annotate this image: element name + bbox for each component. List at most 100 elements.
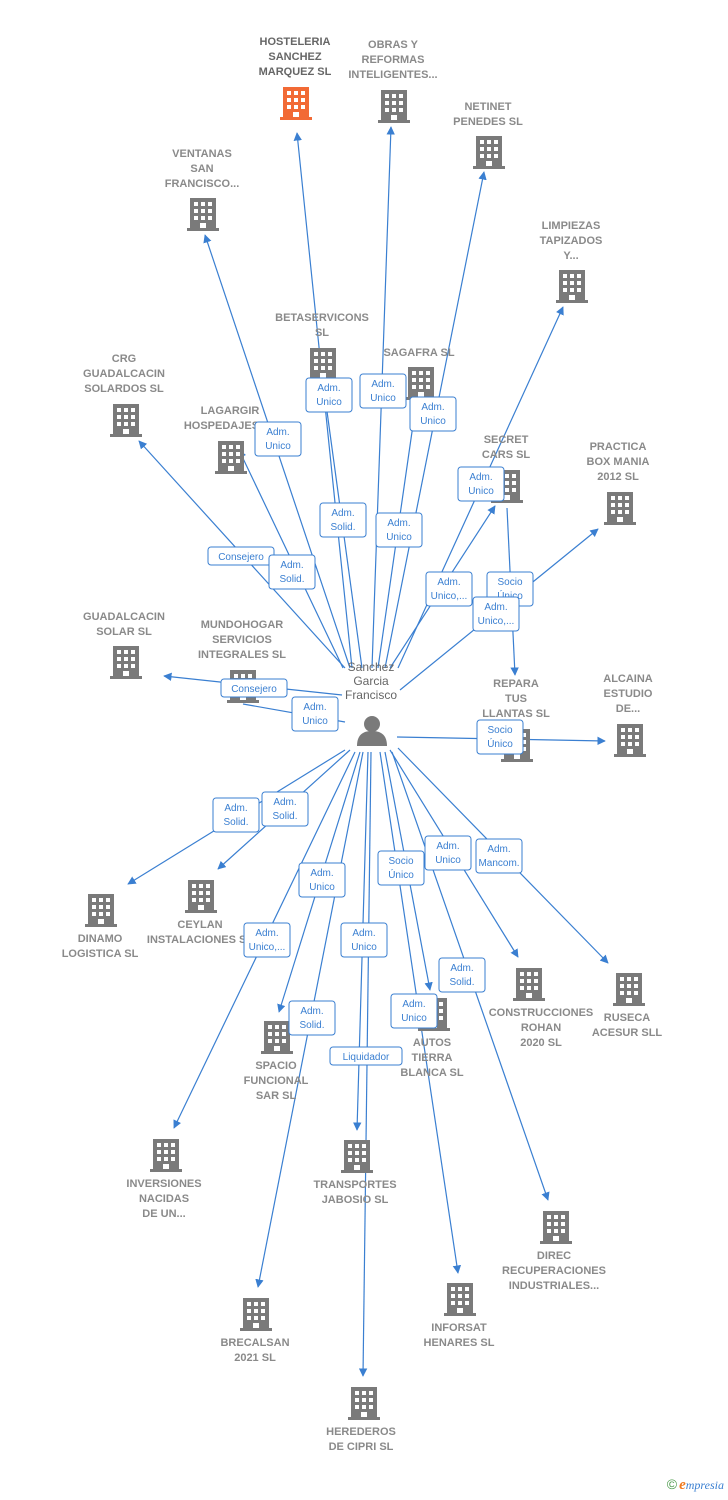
company-node-direc[interactable]: DIRECRECUPERACIONESINDUSTRIALES... [502, 1211, 606, 1292]
role-label-text: Adm. [331, 508, 354, 519]
company-name-line: BRECALSAN [220, 1337, 289, 1349]
building-icon [473, 136, 505, 169]
building-icon [513, 968, 545, 1001]
company-name-line: HENARES SL [424, 1337, 495, 1349]
role-label-box [425, 571, 473, 607]
company-name-line: BOX MANIA [587, 456, 650, 468]
building-icon [150, 1139, 182, 1172]
company-name-line: ESTUDIO [604, 688, 653, 700]
role-label-box [261, 791, 309, 827]
edge-role-label: Adm.Unico [305, 377, 353, 413]
company-name-line: PRACTICA [590, 441, 647, 453]
role-label-text: Liquidador [343, 1052, 390, 1063]
edge-role-label: Adm. Unico [359, 373, 407, 409]
company-name-line: INTELIGENTES... [348, 69, 437, 81]
role-label-box [424, 835, 472, 871]
role-label-text: Unico [468, 486, 494, 497]
role-label-text: Único [388, 868, 414, 881]
role-label-text: Consejero [218, 552, 264, 563]
company-node-transportes[interactable]: TRANSPORTES JABOSIO SL [313, 1140, 397, 1206]
role-label-box [212, 797, 260, 833]
company-name-line: SOLARDOS SL [84, 383, 164, 395]
role-label-text: Unico [265, 441, 291, 452]
building-icon [444, 1283, 476, 1316]
company-node-obras[interactable]: OBRAS YREFORMASINTELIGENTES... [348, 39, 438, 123]
role-label-box [291, 696, 339, 732]
edge-role-label: Adm.Unico [409, 396, 457, 432]
edge-role-label: Adm.Unico [291, 696, 339, 732]
company-name-line: SANCHEZ [268, 51, 321, 63]
role-label-box [268, 554, 316, 590]
company-name-line: TRANSPORTES [313, 1179, 396, 1191]
edge-role-label: Adm.Unico [254, 421, 302, 457]
role-label-text: Adm. [371, 379, 394, 390]
company-node-ventanas[interactable]: VENTANASSANFRANCISCO... [165, 148, 240, 231]
company-name-line: PENEDES SL [453, 116, 523, 128]
company-node-herederos[interactable]: HEREDEROS DE CIPRI SL [326, 1387, 396, 1453]
center-person-node[interactable]: Sanchez Garcia Francisco [345, 660, 397, 746]
role-label-box [472, 596, 520, 632]
company-name-line: RECUPERACIONES [502, 1265, 606, 1277]
company-name-line: FUNCIONAL [244, 1075, 309, 1087]
company-name-line: SAR SL [256, 1090, 297, 1102]
company-name-line: SERVICIOS [212, 634, 272, 646]
role-label-text: Adm. [352, 928, 375, 939]
building-icon [378, 90, 410, 123]
edge-role-label: Adm.Unico,... [243, 922, 291, 958]
role-label-box [375, 512, 423, 548]
edge-role-label: Adm.Unico [390, 993, 438, 1029]
role-label-text: Unico [386, 532, 412, 543]
building-icon [348, 1387, 380, 1420]
edge-role-label: Adm.Solid. [261, 791, 309, 827]
role-label-text: Unico [351, 942, 377, 953]
edge-role-label: Adm.Unico [375, 512, 423, 548]
company-name-line: BLANCA SL [400, 1067, 463, 1079]
role-label-text: Adm. [487, 844, 510, 855]
role-label-box [254, 421, 302, 457]
company-name-line: AUTOS [413, 1037, 451, 1049]
company-name-line: LAGARGIR [201, 405, 260, 417]
role-label-box [329, 1046, 403, 1066]
company-name-line: RUSECA [604, 1012, 651, 1024]
role-label-box [409, 396, 457, 432]
building-icon [110, 404, 142, 437]
role-label-text: Adm. [402, 999, 425, 1010]
brand-logo: empresia [679, 1477, 724, 1493]
company-node-practica[interactable]: PRACTICA BOX MANIA 2012 SL [587, 441, 650, 525]
company-name-line: 2012 SL [597, 471, 639, 483]
company-node-limpiezas[interactable]: LIMPIEZASTAPIZADOSY... [540, 220, 603, 303]
company-name-line: JABOSIO SL [322, 1194, 389, 1206]
company-name-line: FRANCISCO... [165, 178, 240, 190]
role-label-text: Unico [370, 393, 396, 404]
company-name-line: 2020 SL [520, 1037, 562, 1049]
company-node-sagafra[interactable]: SAGAFRA SL [383, 347, 455, 400]
company-node-alcaina[interactable]: ALCAINAESTUDIODE... [603, 673, 653, 757]
company-name-line: DE CIPRI SL [329, 1441, 394, 1453]
role-label-text: Socio [497, 577, 522, 588]
role-label-box [288, 1000, 336, 1036]
edge-role-label: Adm.Solid. [212, 797, 260, 833]
company-name-line: HEREDEROS [326, 1426, 396, 1438]
role-label-box [298, 862, 346, 898]
role-label-text: Adm. [273, 797, 296, 808]
role-label-text: Adm. [224, 803, 247, 814]
